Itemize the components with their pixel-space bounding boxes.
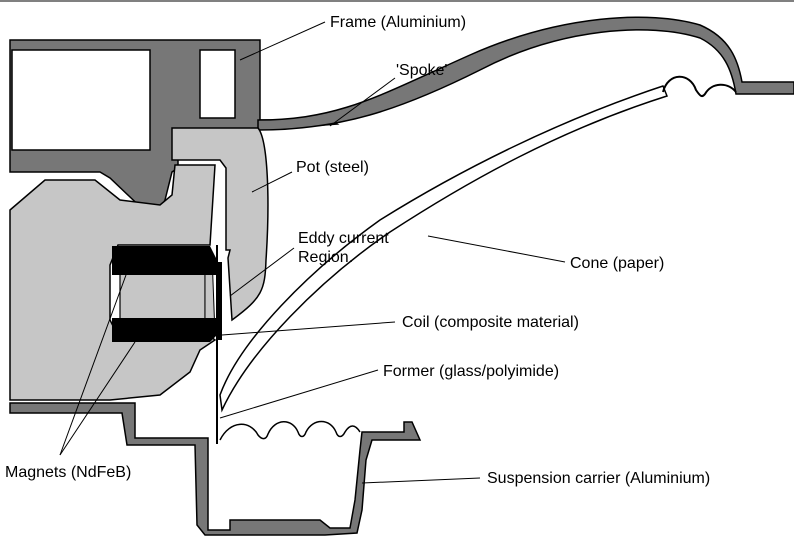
cone-body [219,85,668,413]
label-eddy-line1: Eddy current [298,230,389,247]
spider-suspension [219,420,361,441]
magnet-lower [112,318,216,342]
leader-former [219,369,379,419]
cone-surround [662,75,737,98]
frame-lower-basket [9,402,422,536]
leader-magnet-1 [59,274,127,456]
cone-paper [219,75,737,413]
label-spoke: 'Spoke' [396,62,448,79]
leader-suspension [361,477,481,484]
label-suspension: Suspension carrier (Aluminium) [487,470,711,487]
leader-cone [427,235,566,263]
leader-magnet-2 [59,341,136,456]
leader-pot [251,171,293,193]
leader-coil [221,321,396,336]
frame-spoke-arm [257,16,794,131]
magnet-upper [112,246,216,275]
pot-pole-piece [119,269,206,321]
leader-eddy [229,247,295,297]
label-pot: Pot (steel) [296,159,369,176]
leader-frame [239,21,326,61]
label-coil: Coil (composite material) [402,314,579,331]
label-former: Former (glass/polyimide) [383,363,560,380]
leader-spoke [329,77,396,127]
coil-and-former [216,245,222,444]
label-frame: Frame (Aluminium) [330,14,467,31]
leader-lines [59,21,566,484]
pot-outer [171,127,269,322]
coil-winding [217,262,222,340]
label-eddy-line2: Region. [298,249,354,266]
label-magnets: Magnets (NdFeB) [5,464,132,481]
label-cone: Cone (paper) [570,255,665,272]
magnets-ndfeb [112,246,216,342]
